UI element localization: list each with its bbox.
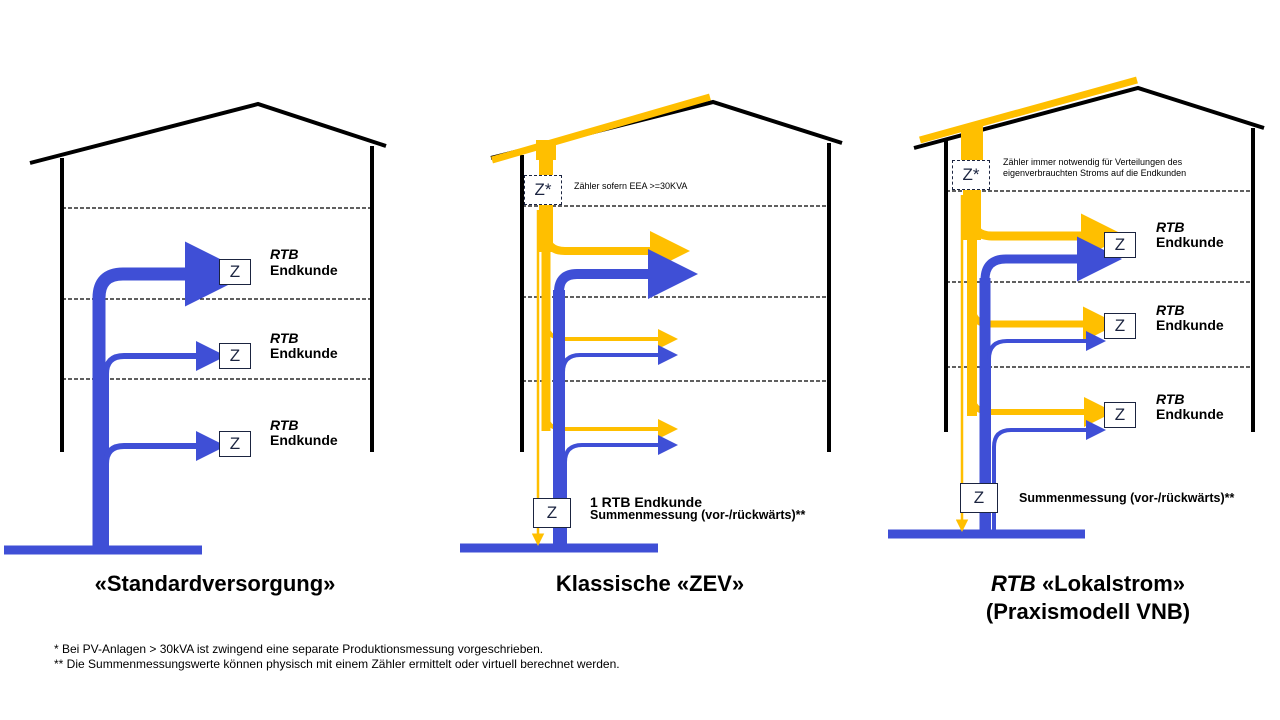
house-lokalstrom-roof bbox=[913, 85, 1265, 150]
grid-supply-arrow bbox=[561, 345, 678, 548]
title-standardversorgung: «Standardversorgung» bbox=[94, 571, 336, 596]
house-standard-roof bbox=[29, 101, 387, 165]
grid-supply-arrow bbox=[563, 435, 678, 548]
title-lokalstrom-subtitle: (Praxismodell VNB) bbox=[985, 599, 1191, 624]
rtb-label: RTB bbox=[1156, 391, 1185, 407]
title-lokalstrom-rtb: RTB bbox=[991, 571, 1036, 596]
endkunde-label: Endkunde bbox=[1156, 234, 1224, 250]
endkunde-label: Endkunde bbox=[270, 432, 338, 448]
meter-box: Z bbox=[1104, 402, 1136, 428]
pv-supply-arrow bbox=[967, 190, 1126, 259]
pv-meter-note-line2: eigenverbrauchten Stroms auf die Endkund… bbox=[1003, 168, 1187, 178]
title-lokalstrom: RTB «Lokalstrom» bbox=[890, 570, 1280, 598]
pv-meter-note-line1: Zähler immer notwendig für Verteilungen … bbox=[1003, 157, 1183, 167]
rtb-label: RTB bbox=[270, 246, 299, 262]
sum-meter-box: Z bbox=[533, 498, 571, 528]
grid-supply-arrow bbox=[980, 236, 1122, 282]
pv-supply-arrow bbox=[542, 200, 690, 271]
meter-box: Z bbox=[219, 259, 251, 285]
endkunde-label: Endkunde bbox=[1156, 406, 1224, 422]
house-lokalstrom bbox=[888, 76, 1265, 539]
sum-label-line1: 1 RTB Endkunde bbox=[590, 494, 703, 510]
endkunde-label: Endkunde bbox=[270, 345, 338, 361]
pv-meter-box: Z* bbox=[952, 160, 990, 190]
meter-box: Z bbox=[219, 343, 251, 369]
sum-label: Summenmessung (vor-/rückwärts)** bbox=[1019, 491, 1235, 505]
house-zev bbox=[460, 93, 843, 553]
title-lokalstrom-name: «Lokalstrom» bbox=[1035, 571, 1185, 596]
rtb-label: RTB bbox=[270, 417, 299, 433]
rtb-label: RTB bbox=[270, 330, 299, 346]
pv-meter-note: Zähler sofern EEA >=30KVA bbox=[574, 181, 688, 191]
endkunde-label: Endkunde bbox=[270, 262, 338, 278]
grid-supply-arrow bbox=[103, 341, 226, 550]
pv-panel bbox=[491, 93, 711, 164]
grid-supply-arrow bbox=[103, 431, 226, 550]
sum-label-line2: Summenmessung (vor-/rückwärts)** bbox=[590, 508, 806, 522]
grid-supply-arrow bbox=[92, 241, 250, 550]
pv-panel bbox=[919, 76, 1138, 144]
endkunde-label: Endkunde bbox=[1156, 317, 1224, 333]
rtb-label: RTB bbox=[1156, 219, 1185, 235]
grid-supply-arrow bbox=[987, 331, 1106, 534]
rtb-label: RTB bbox=[1156, 302, 1185, 318]
footnote: ** Die Summenmessungswerte können physis… bbox=[54, 657, 620, 671]
grid-supply-arrow bbox=[992, 420, 1106, 534]
meter-box: Z bbox=[1104, 232, 1136, 258]
title-zev: Klassische «ZEV» bbox=[555, 571, 745, 596]
sum-meter-box: Z bbox=[960, 483, 998, 513]
house-standard bbox=[4, 101, 387, 555]
pv-meter-box: Z* bbox=[524, 175, 562, 205]
meter-box: Z bbox=[1104, 313, 1136, 339]
meter-box: Z bbox=[219, 431, 251, 457]
footnote: * Bei PV-Anlagen > 30kVA ist zwingend ei… bbox=[54, 642, 544, 656]
grid-supply-arrow bbox=[554, 249, 698, 299]
